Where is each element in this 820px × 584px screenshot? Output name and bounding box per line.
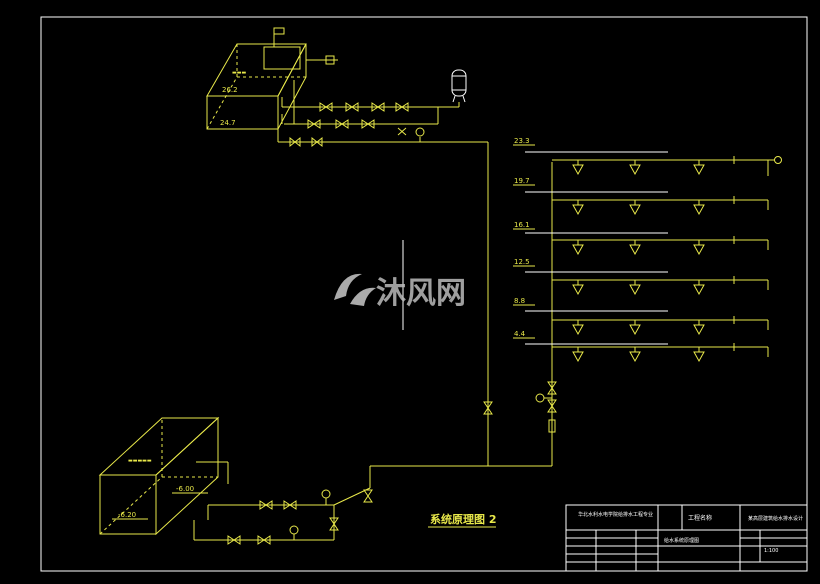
- roof-tank-level-b: 24.7: [220, 119, 236, 127]
- cistern-level-bottom: -6.20: [118, 511, 136, 519]
- underground-cistern: [98, 416, 229, 536]
- title-scale: 1:100: [764, 548, 778, 554]
- watermark: 沐风网: [334, 273, 466, 311]
- floor-level-3: 16.1: [514, 221, 530, 229]
- title-project-name: 某高层建筑给水排水设计: [748, 515, 803, 522]
- floor-level-6: 4.4: [514, 330, 526, 338]
- riser-valves: [535, 381, 557, 433]
- watermark-text: 沐风网: [376, 276, 466, 311]
- roof-tank-level-a: 26.2: [222, 86, 238, 94]
- floor-level-2: 19.7: [514, 177, 530, 185]
- main-riser: [369, 142, 553, 488]
- roof-tank-pipes: [277, 80, 488, 148]
- roof-water-tank: [206, 27, 338, 130]
- title-school: 华北水利水电学院给排水工程专业: [578, 511, 653, 518]
- roof-tank-note: ▬▬▬: [232, 70, 246, 76]
- cistern-level-top: -6.00: [176, 485, 194, 493]
- pump-lines: [193, 487, 373, 545]
- floor-level-5: 8.8: [514, 297, 525, 305]
- pressure-tank: [451, 69, 467, 103]
- floor-level-1: 23.3: [514, 137, 530, 145]
- drawing-title: 系统原理图 2: [430, 512, 496, 526]
- title-sheet-name: 给水系统原理图: [664, 537, 699, 544]
- floor-level-4: 12.5: [514, 258, 530, 266]
- cistern-note: ▬▬▬▬▬: [128, 458, 152, 464]
- title-block: [565, 504, 808, 572]
- title-project-label: 工程名称: [688, 514, 712, 522]
- floor-branches: [513, 144, 782, 363]
- drawing-frame: [40, 16, 808, 572]
- watermark-logo-icon: [334, 273, 376, 306]
